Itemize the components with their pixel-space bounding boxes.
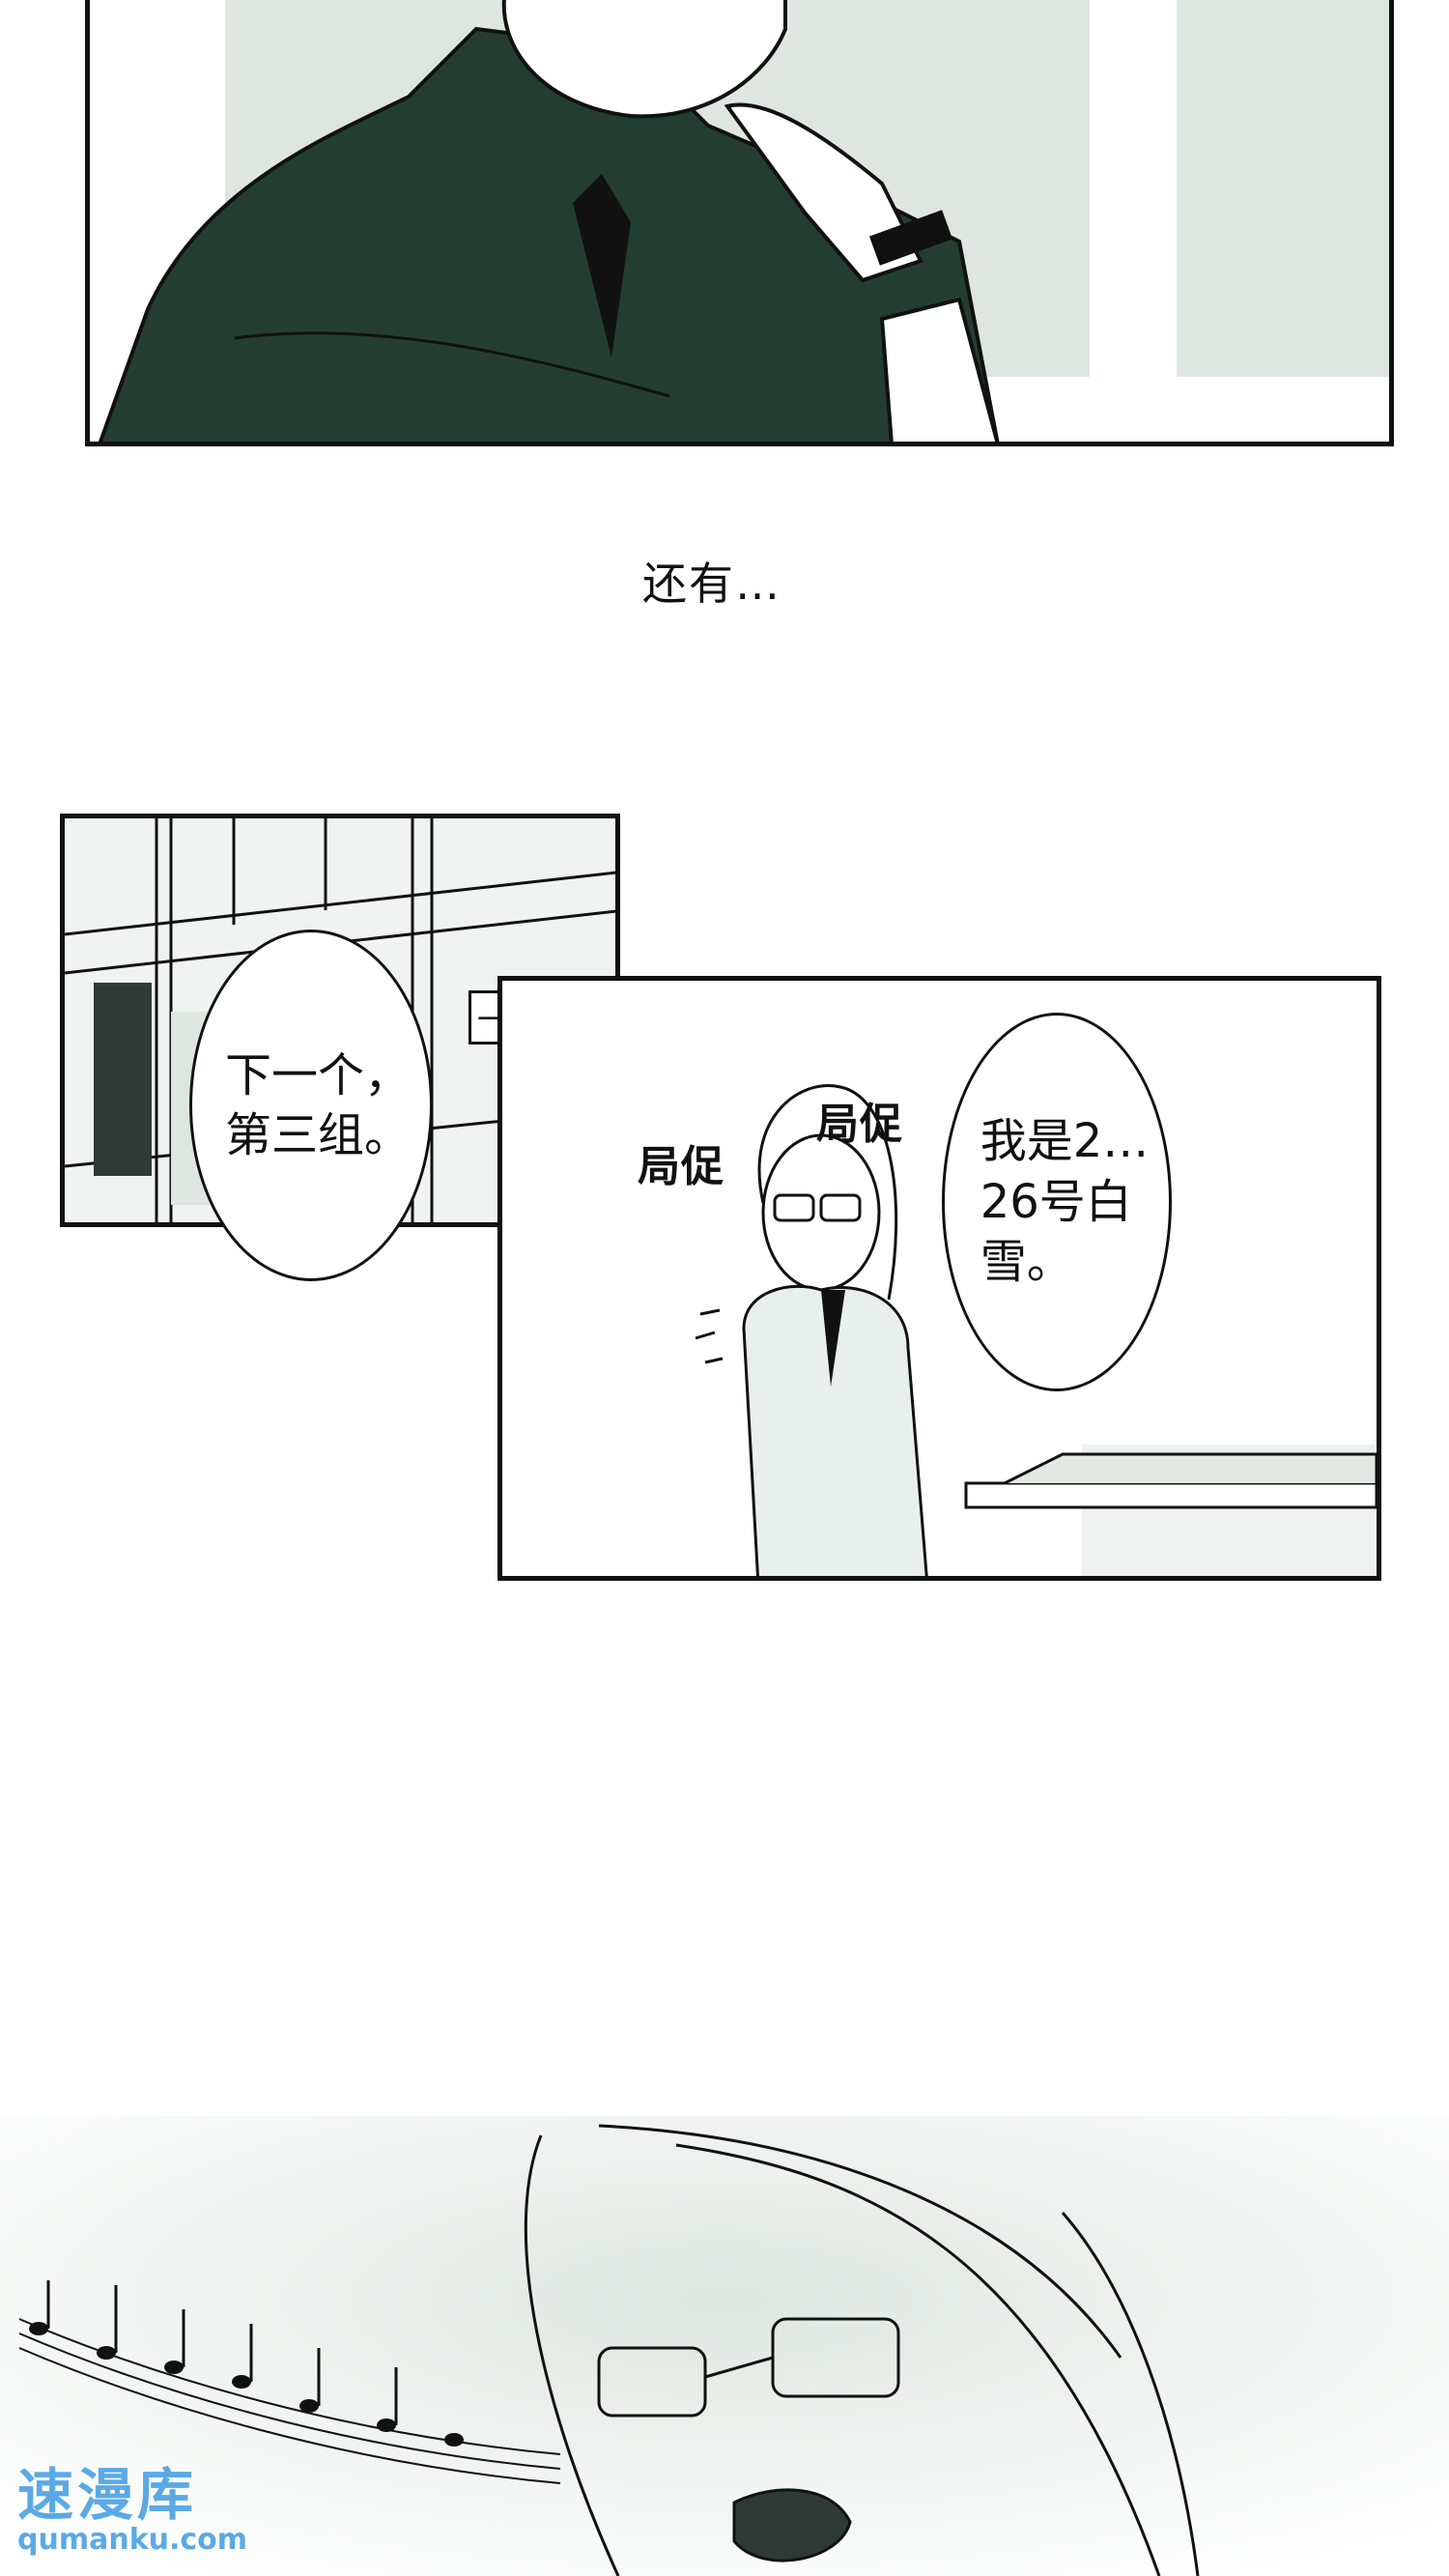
site-watermark: 速漫库 qumanku.com [17, 2467, 247, 2557]
watermark-url: qumanku.com [17, 2523, 248, 2557]
panel-boy [85, 0, 1394, 446]
sfx-fidget-left: 局促 [638, 1142, 724, 1191]
student-illustration [502, 981, 1377, 1576]
narration-text: 还有… [642, 558, 781, 610]
speech-bubble-next-group: 下一个， 第三组。 [189, 930, 433, 1281]
speech-bubble-introduction: 我是2… 26号白 雪。 [942, 1013, 1172, 1391]
singing-girl-illustration [0, 2116, 1449, 2576]
watermark-logo: 速漫库 [17, 2462, 198, 2528]
boy-illustration [98, 0, 1389, 442]
sfx-fidget-right: 局促 [816, 1100, 903, 1149]
panel-student: 局促 局促 [497, 976, 1381, 1581]
